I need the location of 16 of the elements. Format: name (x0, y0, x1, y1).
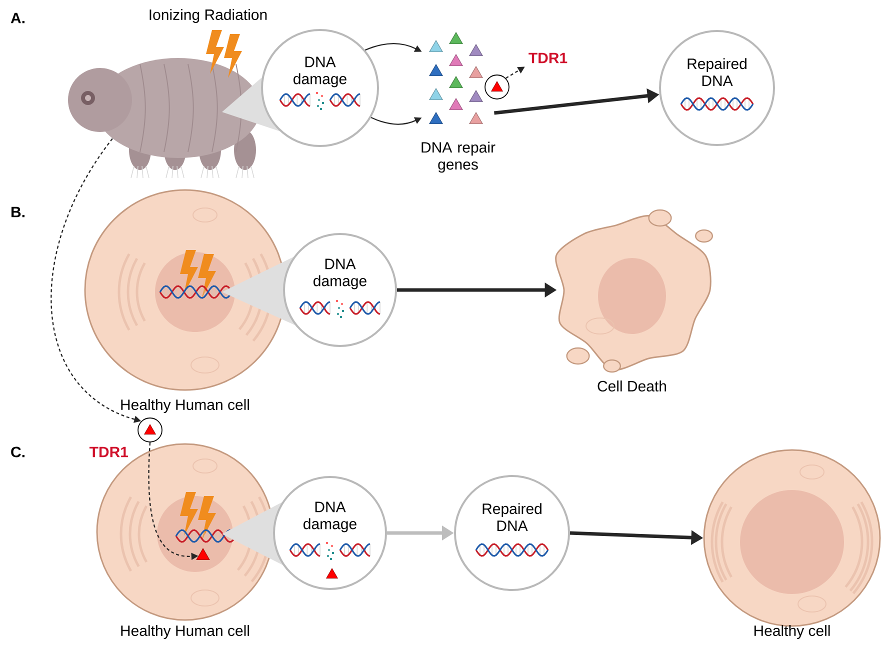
panel-letter: C. (11, 446, 24, 458)
protein-triangle (196, 548, 210, 560)
node-label: DNA repair genes (422, 142, 496, 173)
protein-marker (484, 74, 510, 100)
dead-cell-drawing: Cell Death (555, 209, 713, 392)
panel-letter: B. (12, 206, 24, 218)
panel-letter: A. (10, 12, 24, 24)
cell-drawing: Healthy cell (703, 449, 881, 639)
node-label: Healthy Human cell (121, 625, 249, 639)
protein-marker (138, 418, 162, 442)
node-label: Healthy cell (754, 625, 830, 639)
caption-text: Ionizing Radiation (150, 9, 267, 23)
node-label: Healthy Human cell (121, 399, 249, 413)
protein-label: TDR1 (89, 446, 128, 458)
node-label: Cell Death (598, 380, 666, 392)
protein-label: TDR1 (528, 52, 568, 64)
